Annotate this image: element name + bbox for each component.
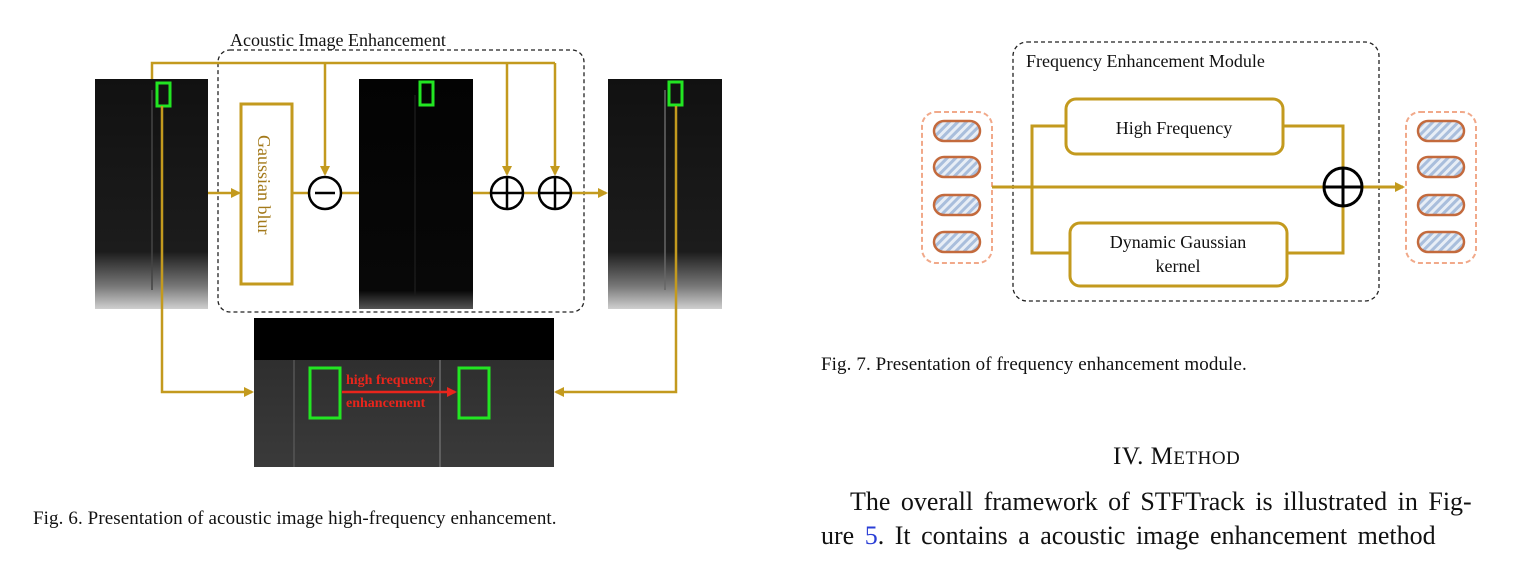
fig7-caption: Fig. 7. Presentation of frequency enhanc… xyxy=(821,354,1247,375)
target-box-residual xyxy=(418,80,435,107)
target-box-before xyxy=(308,366,342,420)
arrow-input-to-crop xyxy=(160,106,254,397)
token-icon xyxy=(932,193,982,217)
token-icon xyxy=(932,230,982,254)
branch-to-high xyxy=(1030,124,1066,187)
fig7-diagram: Frequency Enhancement Module High Freque… xyxy=(921,41,1477,302)
token-icon xyxy=(1416,230,1466,254)
skip-line-top xyxy=(150,61,555,79)
section-title-first: M xyxy=(1150,443,1174,470)
branch-to-gauss xyxy=(1030,187,1070,255)
dynamic-gaussian-box xyxy=(1068,221,1289,288)
plus-operator-icon xyxy=(489,175,525,211)
token-icon xyxy=(1416,193,1466,217)
section-title-rest: ETHOD xyxy=(1173,448,1241,469)
body-line-2-start: ure xyxy=(821,521,865,550)
fig6-caption: Fig. 6. Presentation of acoustic image h… xyxy=(33,508,557,529)
fig6-diagram: Acoustic Image Enhancement Gaussian blur… xyxy=(95,30,722,467)
gauss-to-sum xyxy=(1287,206,1345,255)
plus-operator-icon xyxy=(1322,166,1364,208)
section-number: IV. xyxy=(1113,443,1144,470)
minus-operator-icon xyxy=(307,175,343,211)
token-icon xyxy=(932,119,982,143)
gaussian-blur-label: Gaussian blur xyxy=(254,135,274,234)
enhancement-box xyxy=(217,49,585,313)
overlay-label-line1: high frequency xyxy=(346,373,436,388)
body-line-1: The overall framework of STFTrack is ill… xyxy=(850,487,1472,516)
gaussian-label-line1: Dynamic Gaussian xyxy=(1110,232,1246,252)
target-box-input xyxy=(155,81,172,108)
input-token-stack xyxy=(921,111,993,264)
section-heading: IV. METHOD xyxy=(1113,443,1240,471)
target-box-output xyxy=(667,80,684,107)
output-sonar-image xyxy=(608,79,722,309)
gaussian-label-line2: kernel xyxy=(1156,256,1201,276)
high-frequency-label: High Frequency xyxy=(1116,118,1232,138)
module-title: Frequency Enhancement Module xyxy=(1026,51,1265,71)
plus-operator-icon xyxy=(537,175,573,211)
token-icon xyxy=(1416,119,1466,143)
token-icon xyxy=(1416,155,1466,179)
output-token-stack xyxy=(1405,111,1477,264)
comparison-crop-image xyxy=(254,318,554,467)
enhancement-box-title: Acoustic Image Enhancement xyxy=(230,30,446,50)
residual-sonar-image xyxy=(359,79,473,309)
token-icon xyxy=(932,155,982,179)
module-box xyxy=(1012,41,1380,302)
arrow-output-to-crop xyxy=(554,106,678,397)
body-line-2-end: . It contains a acoustic image enhanceme… xyxy=(877,521,1436,550)
overlay-label-line2: enhancement xyxy=(346,396,426,411)
target-box-after xyxy=(457,366,491,420)
high-to-sum xyxy=(1283,124,1345,168)
figure-reference-link[interactable]: 5 xyxy=(864,521,878,550)
input-sonar-image xyxy=(95,79,208,309)
body-line-2: ure 5. It contains a acoustic image enha… xyxy=(821,521,1436,551)
gaussian-blur-box xyxy=(239,102,294,286)
high-frequency-box xyxy=(1064,97,1285,156)
